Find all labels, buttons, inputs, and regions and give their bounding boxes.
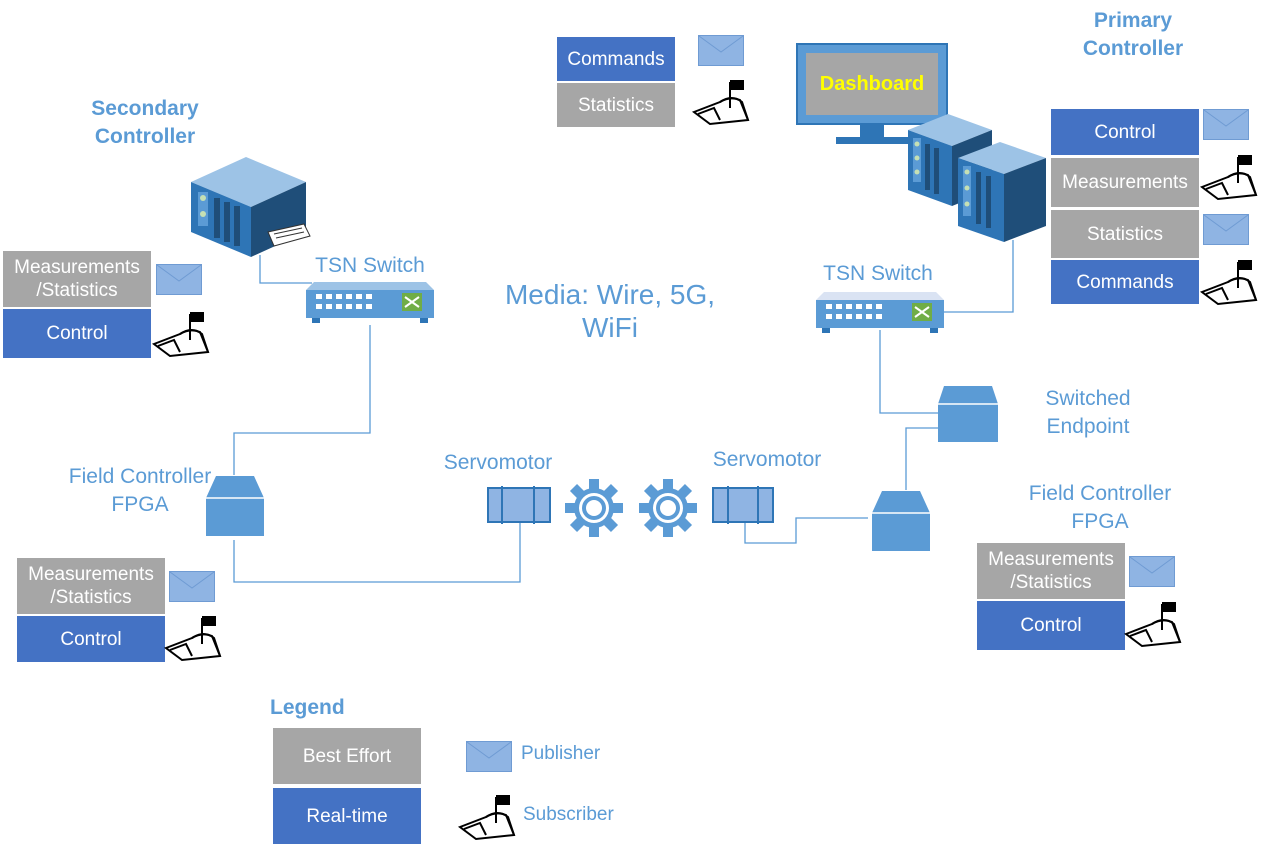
top-statistics-box: Statistics <box>556 82 676 128</box>
media-label: Media: Wire, 5G, WiFi <box>470 278 750 344</box>
mailbox-icon <box>151 312 210 358</box>
envelope-icon <box>1203 214 1249 245</box>
envelope-icon <box>698 35 744 66</box>
envelope-icon <box>156 264 202 295</box>
link-primary-to-switch <box>940 240 1014 313</box>
switched-endpoint-line2: Endpoint <box>1046 415 1130 438</box>
switched-endpoint-icon <box>938 386 998 442</box>
media-label-line2: WiFi <box>582 312 638 343</box>
field-right-measurements-line2: /Statistics <box>1010 572 1092 593</box>
primary-controller-title: Primary Controller <box>1058 7 1208 63</box>
tsn-switch-left-label: TSN Switch <box>315 254 425 277</box>
mailbox-icon <box>1123 602 1182 648</box>
servomotor-pair-icon <box>487 479 774 537</box>
field-controller-right-line1: Field Controller <box>1028 482 1172 505</box>
field-controller-left-label: Field Controller FPGA <box>55 463 225 519</box>
servomotor-right-label: Servomotor <box>712 448 822 471</box>
field-right-measurements-box: Measurements /Statistics <box>976 542 1126 600</box>
mailbox-icon <box>163 616 222 662</box>
primary-statistics-label: Statistics <box>1086 223 1164 245</box>
field-right-control-label: Control <box>1020 615 1082 636</box>
legend-best-effort-label: Best Effort <box>302 745 392 767</box>
secondary-controller-title: Secondary Controller <box>70 95 220 151</box>
primary-commands-label: Commands <box>1076 271 1174 293</box>
servomotor-left-body <box>487 486 551 524</box>
switched-endpoint-label: Switched Endpoint <box>1018 385 1158 441</box>
tsn-switch-right-label: TSN Switch <box>823 262 933 285</box>
primary-statistics-box: Statistics <box>1050 209 1200 259</box>
legend-real-time-label: Real-time <box>306 805 388 827</box>
link-servo-to-field-right <box>744 517 868 544</box>
primary-server-cluster-icon <box>908 114 1046 242</box>
link-endpoint-to-field-right <box>905 427 938 490</box>
primary-control-label: Control <box>1094 121 1156 143</box>
link-secondary-to-switch <box>259 255 312 284</box>
primary-commands-box: Commands <box>1050 259 1200 305</box>
legend-publisher-label: Publisher <box>521 743 601 764</box>
primary-controller-title-line2: Controller <box>1082 37 1184 60</box>
link-switch-to-endpoint <box>879 330 938 414</box>
legend-real-time-box: Real-time <box>272 787 422 845</box>
secondary-control-box: Control <box>2 308 152 359</box>
tsn-switch-left-icon <box>306 282 434 323</box>
primary-measurements-box: Measurements <box>1050 157 1200 208</box>
field-controller-right-icon <box>872 491 930 551</box>
link-switch-to-field-left <box>233 325 371 475</box>
field-right-control-box: Control <box>976 600 1126 651</box>
legend-subscriber-label: Subscriber <box>523 804 614 825</box>
field-left-measurements-line2: /Statistics <box>50 587 132 608</box>
secondary-measurements-box: Measurements /Statistics <box>2 250 152 308</box>
field-left-measurements-line1: Measurements <box>28 564 154 585</box>
primary-measurements-label: Measurements <box>1062 172 1188 193</box>
mailbox-icon <box>1199 260 1258 306</box>
mailbox-icon <box>691 80 750 126</box>
top-commands-box: Commands <box>556 36 676 82</box>
field-controller-right-line2: FPGA <box>1071 510 1129 533</box>
gear-left-icon <box>565 479 623 537</box>
monitor-neck <box>860 125 884 137</box>
servomotor-right-body <box>712 486 774 524</box>
gear-right-icon <box>639 479 697 537</box>
field-right-measurements-line1: Measurements <box>988 549 1114 570</box>
monitor-base <box>836 137 908 144</box>
field-controller-left-line2: FPGA <box>111 493 169 516</box>
envelope-icon <box>169 571 215 602</box>
legend-best-effort-box: Best Effort <box>272 727 422 785</box>
field-controller-right-label: Field Controller FPGA <box>1010 480 1190 536</box>
secondary-measurements-line2: /Statistics <box>36 280 118 301</box>
primary-control-box: Control <box>1050 108 1200 156</box>
link-field-left-to-servo <box>233 522 521 583</box>
envelope-icon <box>1203 109 1249 140</box>
switched-endpoint-line1: Switched <box>1045 387 1131 410</box>
mailbox-icon <box>1199 155 1258 201</box>
dashboard-label: Dashboard <box>819 72 925 95</box>
top-statistics-label: Statistics <box>577 94 655 116</box>
envelope-icon <box>466 741 512 772</box>
field-left-control-box: Control <box>16 615 166 663</box>
tsn-switch-right-icon <box>816 292 944 333</box>
top-commands-label: Commands <box>567 48 665 70</box>
mailbox-icon <box>457 795 516 841</box>
secondary-control-label: Control <box>46 323 108 344</box>
dashboard-monitor: Dashboard <box>796 43 948 125</box>
primary-controller-title-line1: Primary <box>1093 9 1173 32</box>
field-left-control-label: Control <box>60 628 122 650</box>
envelope-icon <box>1129 556 1175 587</box>
field-controller-left-line1: Field Controller <box>68 465 212 488</box>
legend-title: Legend <box>270 696 345 719</box>
field-controller-left-icon <box>206 476 264 536</box>
secondary-controller-title-line2: Controller <box>94 125 196 148</box>
media-label-line1: Media: Wire, 5G, <box>504 279 716 310</box>
secondary-server-icon <box>191 157 311 257</box>
secondary-measurements-line1: Measurements <box>14 257 140 278</box>
servomotor-left-label: Servomotor <box>443 451 553 474</box>
field-left-measurements-box: Measurements /Statistics <box>16 557 166 615</box>
secondary-controller-title-line1: Secondary <box>91 97 199 120</box>
